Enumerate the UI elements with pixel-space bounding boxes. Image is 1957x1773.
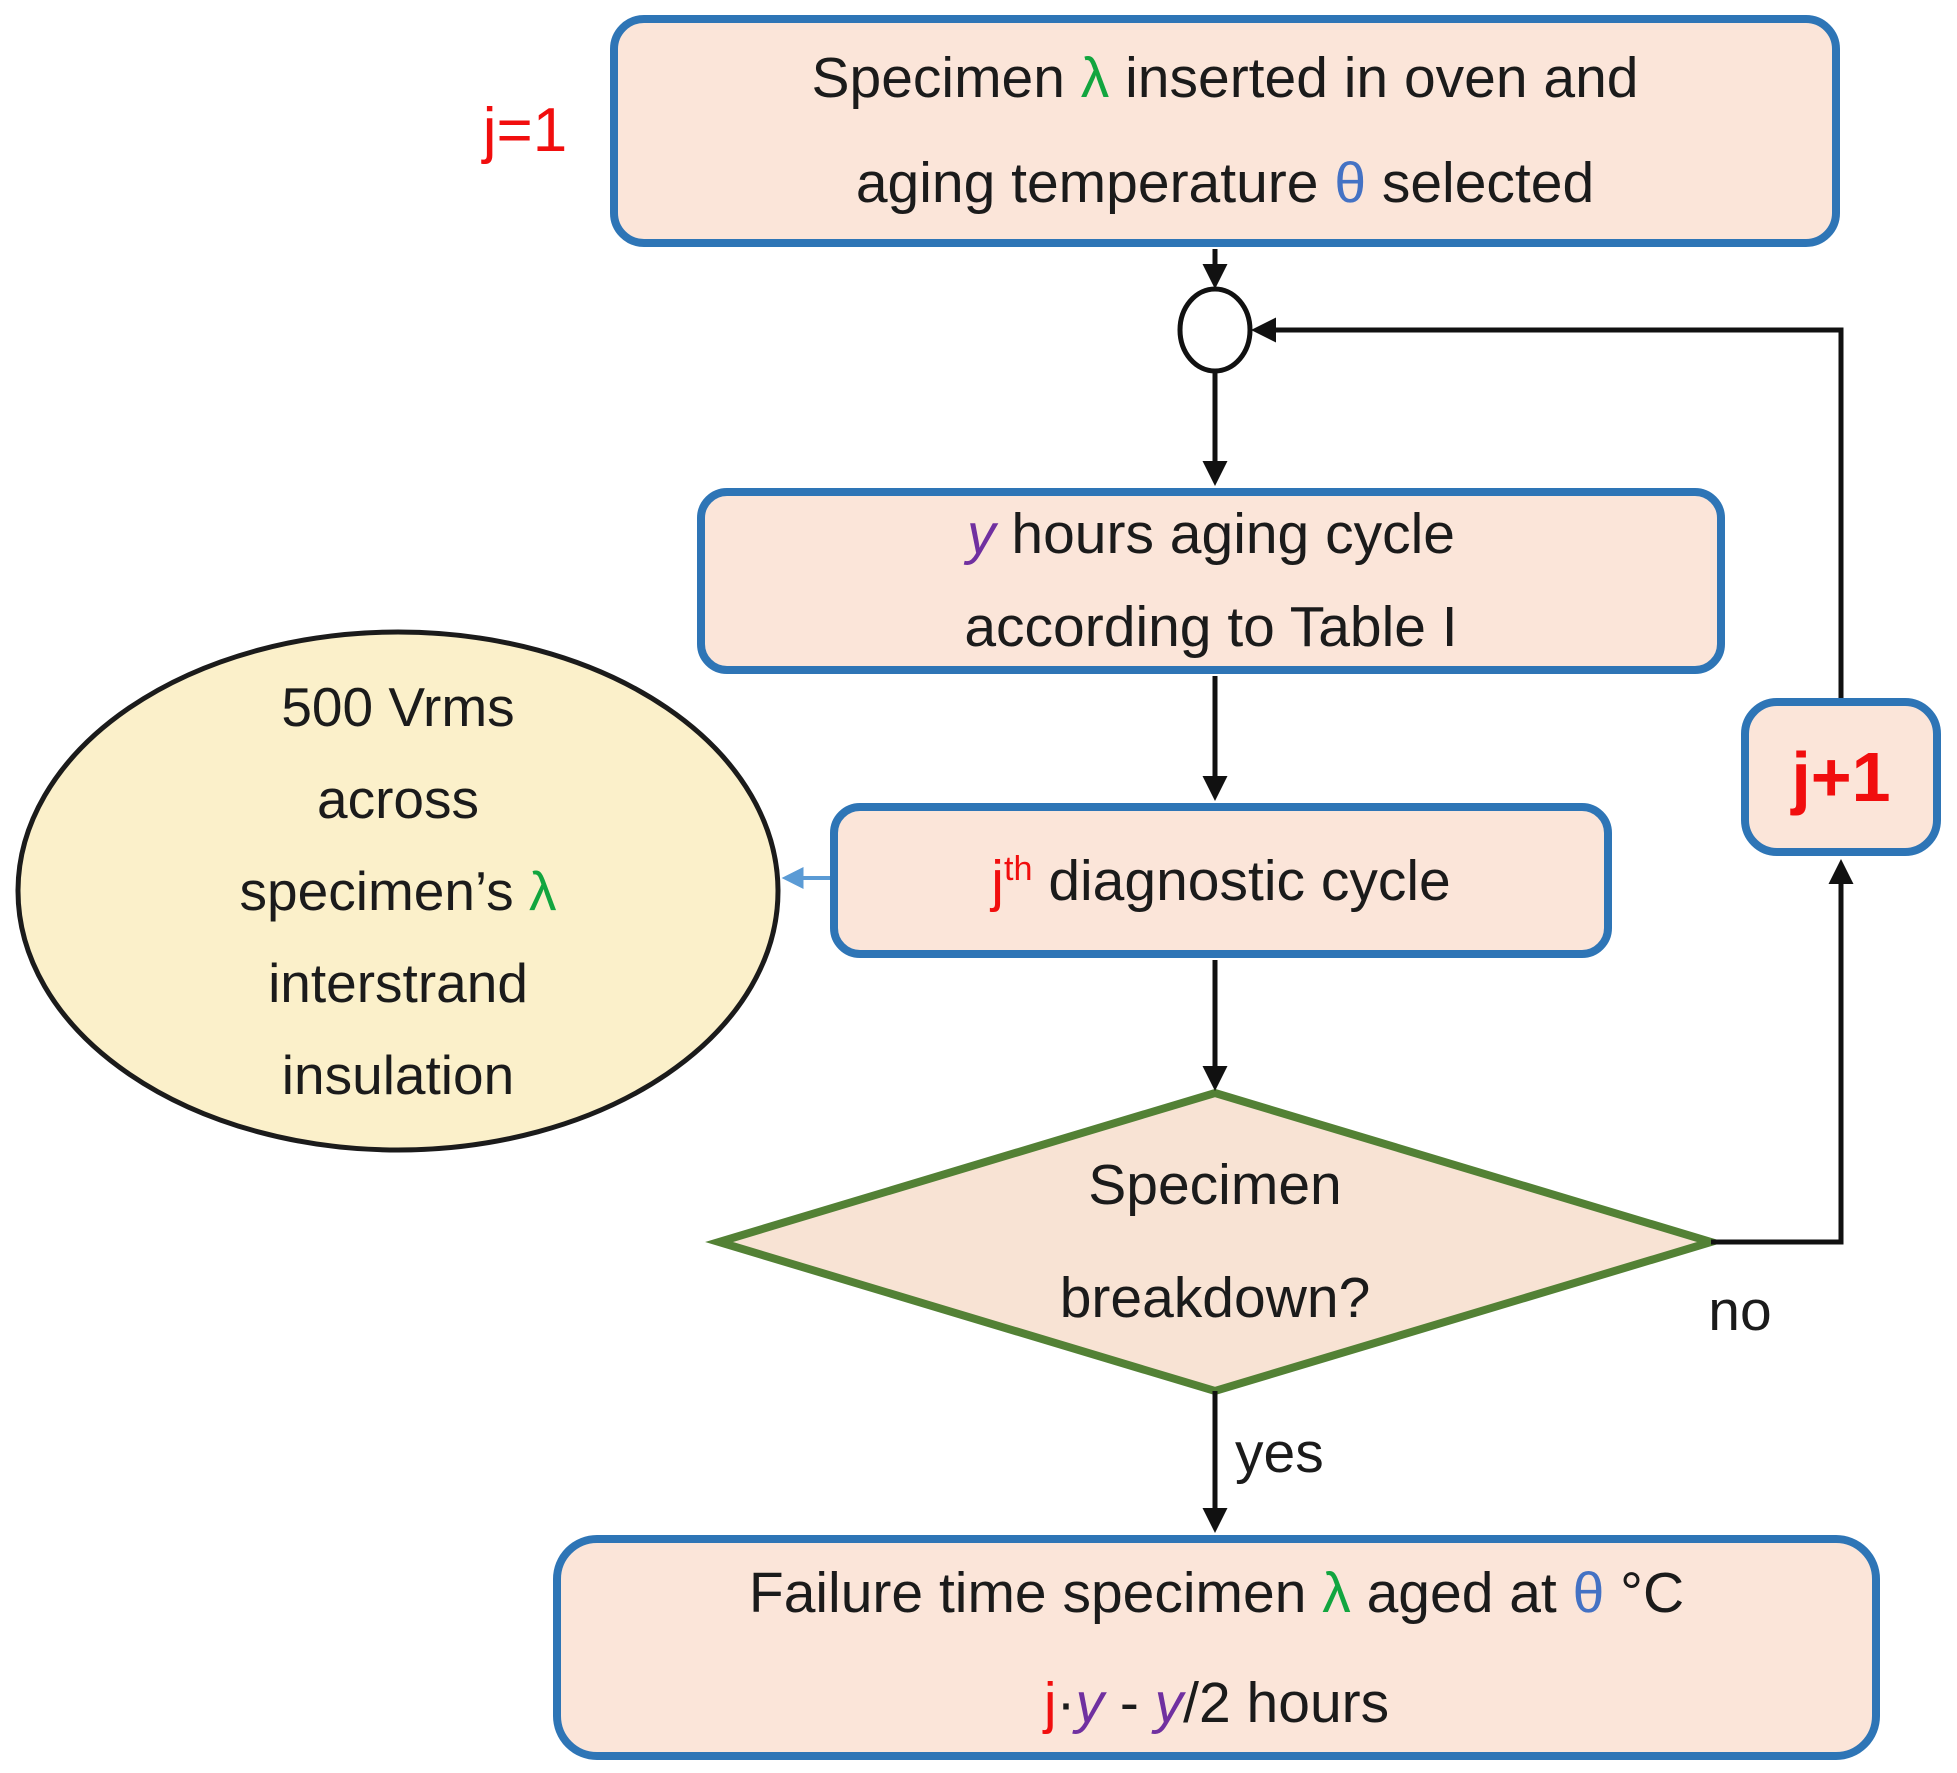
voltage-note-line1: 500 Vrms — [281, 676, 515, 738]
branch-no-label: no — [1708, 1279, 1772, 1343]
voltage-note-text: 500 Vrms across specimen’s λ interstrand… — [98, 640, 698, 1142]
iteration-init-label: j=1 — [482, 96, 568, 165]
node-start: Specimen λ inserted in oven and aging te… — [610, 15, 1840, 247]
branch-yes-label: yes — [1235, 1421, 1324, 1485]
breakdown-decision-text: Specimen breakdown? — [719, 1093, 1711, 1391]
voltage-note-line5: insulation — [281, 1044, 515, 1106]
voltage-note-line3: specimen’s λ — [239, 860, 557, 922]
arrow-decision-no-to-increment — [1711, 859, 1854, 1245]
node-start-line1: Specimen λ inserted in oven and — [811, 46, 1639, 110]
node-failure-time: Failure time specimen λ aged at θ °C j·y… — [553, 1535, 1880, 1760]
node-increment-j: j+1 — [1741, 698, 1941, 856]
breakdown-decision-line2: breakdown? — [1059, 1266, 1371, 1330]
node-aging-cycle: y hours aging cycle according to Table I — [697, 488, 1725, 674]
voltage-note-line2: across — [317, 768, 479, 830]
node-start-line2: aging temperature θ selected — [855, 151, 1595, 215]
node-diagnostic-line1: jth diagnostic cycle — [991, 848, 1451, 913]
node-diagnostic-cycle: jth diagnostic cycle — [830, 803, 1612, 958]
node-aging-line2: according to Table I — [964, 595, 1458, 659]
node-failure-line2: j·y - y/2 hours — [1043, 1670, 1390, 1735]
node-failure-line1: Failure time specimen λ aged at θ °C — [748, 1560, 1685, 1625]
node-increment-label: j+1 — [1791, 738, 1891, 816]
loop-junction-circle — [1177, 286, 1253, 374]
breakdown-decision-line1: Specimen — [1088, 1153, 1342, 1217]
node-aging-line1: y hours aging cycle — [967, 502, 1455, 566]
voltage-note-line4: interstrand — [268, 952, 528, 1014]
